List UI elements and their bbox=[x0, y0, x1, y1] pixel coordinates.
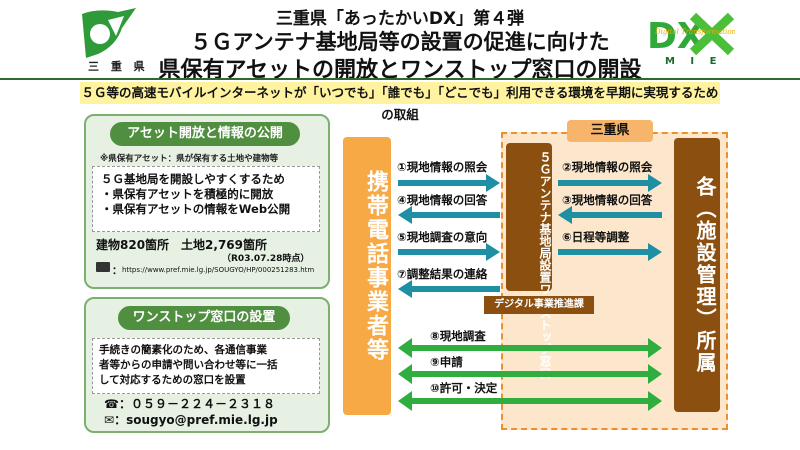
prefecture-label: 三重県 bbox=[567, 120, 653, 142]
mobile-operators-column bbox=[343, 137, 391, 415]
flow-label-2: ②現地情報の照会 bbox=[562, 160, 653, 174]
url-prefix: ： bbox=[112, 266, 122, 277]
flow-label-1: ①現地情報の照会 bbox=[397, 160, 488, 174]
mail-icon: ✉ bbox=[104, 413, 115, 427]
onestop-window-label: ５Ｇアンテナ基地局設置ワンストップ窓口 bbox=[538, 151, 552, 379]
computer-icon bbox=[96, 262, 110, 272]
facility-manager-column bbox=[674, 138, 720, 412]
flow-label-5: ⑤現地調査の意向 bbox=[397, 230, 488, 244]
facility-manager-label: 各（施設管理）所属 bbox=[693, 176, 717, 374]
header-divider bbox=[0, 78, 800, 80]
arrow-right bbox=[398, 174, 500, 192]
flow-label-8: ⑧現地調査 bbox=[430, 329, 486, 343]
onestop-line: 手続きの簡素化のため、各通信事業 bbox=[99, 344, 267, 356]
asset-line: ・県保有アセットの情報をWeb公開 bbox=[101, 202, 291, 216]
arrow-right bbox=[558, 243, 662, 261]
onestop-window-column bbox=[506, 143, 552, 291]
subtitle-banner: ５Ｇ等の高速モバイルインターネットが「いつでも」「誰でも」「どこでも」利用できる… bbox=[80, 82, 720, 122]
flow-label-3: ③現地情報の回答 bbox=[562, 193, 653, 207]
arrow-left bbox=[398, 206, 500, 224]
dx-logo-text: M I E bbox=[665, 56, 723, 67]
mail-row: ✉：sougyo@pref.mie.lg.jp bbox=[104, 411, 278, 428]
onestop-panel-title: ワンストップ窓口の設置 bbox=[118, 306, 290, 330]
dx-mie-logo: DX Digital Transformation bbox=[645, 10, 737, 65]
asset-stats: 建物820箇所 土地2,769箇所 bbox=[96, 238, 268, 252]
phone-icon: ☎ bbox=[104, 397, 119, 411]
flow-label-4: ④現地情報の回答 bbox=[397, 193, 488, 207]
phone-row: ☎：０５９－２２４－２３１８ bbox=[104, 395, 275, 412]
asset-url-link[interactable]: https://www.pref.mie.lg.jp/SOUGYO/HP/000… bbox=[122, 266, 315, 274]
mail-address[interactable]: ：sougyo@pref.mie.lg.jp bbox=[114, 413, 278, 427]
double-arrow bbox=[398, 391, 662, 411]
asset-panel-title: アセット開放と情報の公開 bbox=[110, 122, 300, 146]
mobile-operators-label: 携帯電話事業者等 bbox=[363, 170, 388, 362]
flow-label-7: ⑦調整結果の連絡 bbox=[397, 267, 488, 281]
arrow-right bbox=[398, 243, 500, 261]
arrow-left bbox=[558, 206, 662, 224]
double-arrow bbox=[398, 364, 662, 384]
mie-prefecture-logo bbox=[78, 6, 140, 74]
flow-label-6: ⑥日程等調整 bbox=[562, 230, 630, 244]
digital-dept-label: デジタル事業推進課 bbox=[484, 296, 594, 314]
onestop-line: して対応するための窓口を設置 bbox=[99, 374, 246, 386]
asset-note: ※県保有アセット：県が保有する土地や建物等 bbox=[100, 154, 279, 164]
asset-stats-date: （R03.07.28時点） bbox=[222, 254, 310, 264]
flow-label-10: ⑩許可・決定 bbox=[430, 381, 498, 395]
dx-script-text: Digital Transformation bbox=[654, 28, 735, 36]
asset-description-box: ５Ｇ基地局を開設しやすくするため ・県保有アセットを積極的に開放 ・県保有アセッ… bbox=[92, 166, 320, 232]
asset-line: ５Ｇ基地局を開設しやすくするため bbox=[101, 172, 285, 186]
title-line-2: ５Ｇアンテナ基地局等の設置の促進に向けた bbox=[190, 30, 610, 54]
phone-number: ：０５９－２２４－２３１８ bbox=[118, 397, 275, 411]
double-arrow bbox=[398, 338, 662, 358]
mie-logo-text: 三 重 県 bbox=[88, 60, 149, 73]
flow-label-9: ⑨申請 bbox=[430, 355, 463, 369]
onestop-description-box: 手続きの簡素化のため、各通信事業 者等からの申請や問い合わせ等に一括 して対応す… bbox=[92, 338, 320, 394]
title-line-1: 三重県「あったかいDX」第４弾 bbox=[275, 9, 525, 29]
arrow-left bbox=[398, 280, 500, 298]
arrow-right bbox=[558, 174, 662, 192]
onestop-line: 者等からの申請や問い合わせ等に一括 bbox=[99, 359, 278, 371]
asset-line: ・県保有アセットを積極的に開放 bbox=[101, 187, 274, 201]
